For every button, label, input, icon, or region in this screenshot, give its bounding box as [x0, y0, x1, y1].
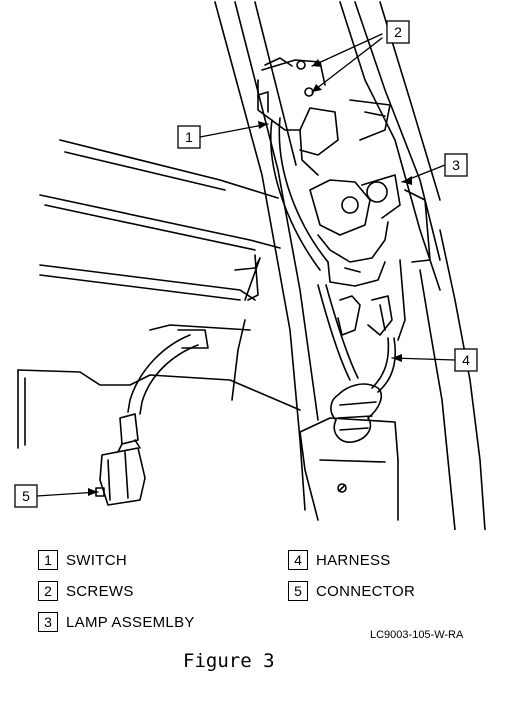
legend-label: HARNESS [316, 551, 391, 569]
legend-number: 1 [38, 550, 58, 570]
legend-item-lamp-assembly: 3 LAMP ASSEMLBY [38, 611, 195, 633]
legend-item-screws: 2 SCREWS [38, 580, 134, 602]
legend-label: CONNECTOR [316, 582, 416, 600]
legend-label: SWITCH [66, 551, 127, 569]
drawing-code: LC9003-105-W-RA [370, 629, 464, 641]
conduit [330, 383, 383, 443]
wiring-harness [270, 117, 406, 393]
legend-item-harness: 4 HARNESS [288, 549, 391, 571]
legend-number: 4 [288, 550, 308, 570]
legend-number: 2 [38, 581, 58, 601]
callout-4-box [454, 348, 478, 372]
callout-4-number: 4 [462, 352, 470, 368]
legend-item-connector: 5 CONNECTOR [288, 580, 415, 602]
lamp-assembly [309, 174, 401, 336]
figure-caption: Figure 3 [183, 650, 275, 672]
roof-panel [39, 139, 281, 301]
lamp-assembly-illustration: 1 2 3 4 5 [14, 1, 486, 530]
legend-number: 5 [288, 581, 308, 601]
legend-item-switch: 1 SWITCH [38, 549, 127, 571]
callout-1-number: 1 [185, 129, 193, 145]
leader-lines [36, 33, 456, 497]
legend-label: SCREWS [66, 582, 134, 600]
callout-3-box [444, 153, 468, 177]
callout-1-box [177, 125, 201, 149]
legend-label: LAMP ASSEMLBY [66, 613, 195, 631]
callout-2-box [386, 20, 410, 44]
callout-2-number: 2 [394, 24, 402, 40]
lower-trim [299, 417, 399, 521]
legend-number: 3 [38, 612, 58, 632]
leader-arrowheads [88, 59, 412, 496]
callout-3-number: 3 [452, 157, 460, 173]
switch-housing [257, 57, 339, 176]
callout-5-number: 5 [22, 488, 30, 504]
callout-5-box [14, 484, 38, 508]
connector [95, 413, 146, 506]
hose [127, 329, 209, 415]
floor-outline [17, 319, 301, 449]
